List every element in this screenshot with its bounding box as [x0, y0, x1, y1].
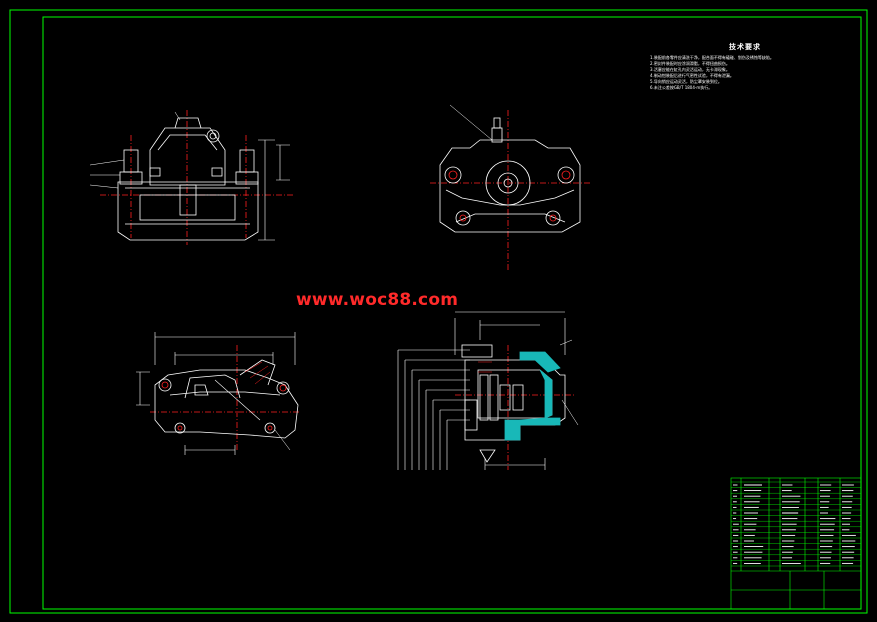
top-view — [136, 332, 300, 455]
note-line: 6.未注公差按GB/T 1804-m执行。 — [650, 85, 713, 90]
inner-frame — [42, 16, 862, 610]
parts-list-text — [733, 484, 856, 564]
side-view — [430, 104, 590, 272]
note-line: 1.装配前各零件应清洗干净，配合面不得有磕碰、划伤及锈蚀等缺陷。 — [650, 55, 774, 60]
section-view — [397, 311, 579, 470]
watermark-text: www.woc88.com — [296, 290, 459, 310]
note-line: 2.密封件装配时应涂润滑脂，不得扭曲损伤。 — [650, 61, 730, 66]
note-line: 3.活塞应能在缸孔内灵活运动，无卡滞现象。 — [650, 67, 730, 72]
technical-requirements: 技术要求 1.装配前各零件应清洗干净，配合面不得有磕碰、划伤及锈蚀等缺陷。 2.… — [650, 42, 840, 91]
note-line: 4.制动钳装配后进行气密性试验，不得有泄漏。 — [650, 73, 734, 78]
note-line: 5.导向销应运动灵活，防尘罩安装到位。 — [650, 79, 722, 84]
technical-requirements-title: 技术要求 — [729, 43, 761, 51]
outer-frame — [9, 9, 868, 614]
front-view — [89, 110, 295, 245]
parts-list-rows — [731, 481, 861, 567]
